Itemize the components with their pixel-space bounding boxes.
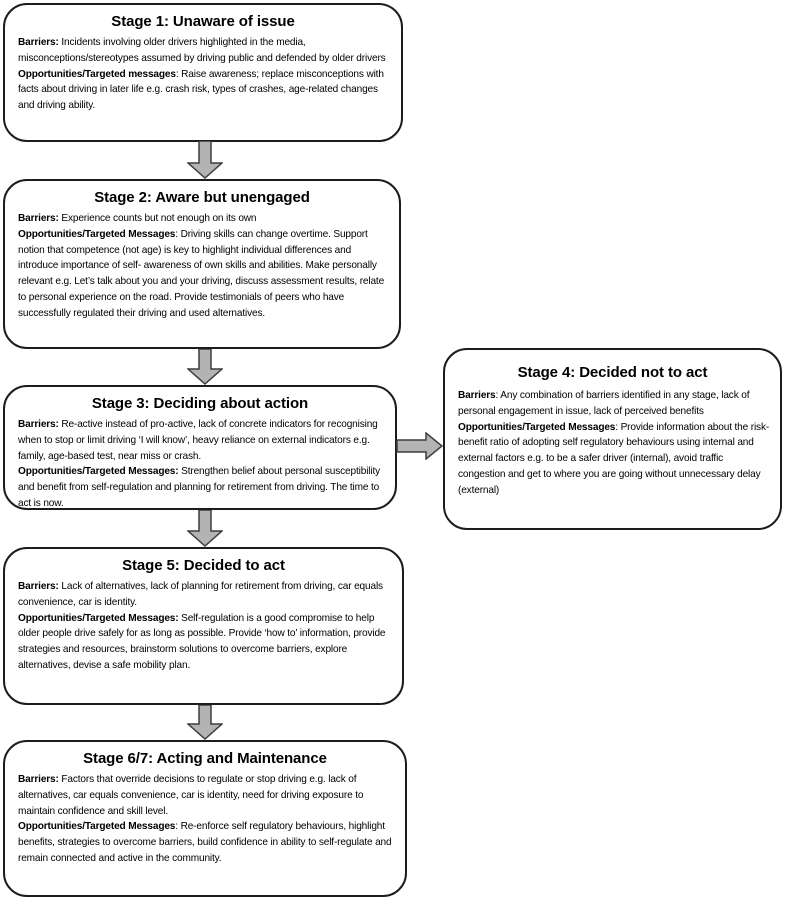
stage-title: Stage 1: Unaware of issue [111, 13, 295, 30]
barriers-label: Barriers: [18, 581, 59, 592]
stage-body: Barriers: Re-active instead of pro-activ… [5, 417, 395, 512]
stage-box-aware-but-unengaged: Stage 2: Aware but unengaged Barriers: E… [3, 179, 401, 349]
opportunities-paragraph: Opportunities/Targeted Messages: Self-re… [18, 611, 394, 674]
barriers-paragraph: Barriers: Factors that override decision… [18, 772, 397, 819]
barriers-label: Barriers: [18, 37, 59, 48]
barriers-paragraph: Barriers: Re-active instead of pro-activ… [18, 417, 387, 464]
opportunities-label: Opportunities/Targeted Messages: [18, 612, 179, 624]
stage-title: Stage 6/7: Acting and Maintenance [83, 750, 327, 767]
barriers-label: Barriers: [18, 774, 59, 785]
stage-title: Stage 5: Decided to act [122, 557, 285, 574]
stage-box-deciding-about-action: Stage 3: Deciding about action Barriers:… [3, 385, 397, 510]
stage-title: Stage 4: Decided not to act [517, 364, 708, 381]
opportunities-label: Opportunities/Targeted messages [18, 68, 176, 80]
barriers-text: Factors that override decisions to regul… [18, 774, 364, 817]
opportunities-text: : Driving skills can change overtime. Su… [18, 228, 385, 319]
barriers-text: Lack of alternatives, lack of planning f… [18, 581, 383, 608]
opportunities-label: Opportunities/Targeted Messages [458, 421, 616, 433]
barriers-paragraph: Barriers: Any combination of barriers id… [458, 388, 772, 420]
opportunities-label: Opportunities/Targeted Messages [18, 821, 176, 833]
stage-body: Barriers: Lack of alternatives, lack of … [5, 579, 402, 674]
arrow-down-stage3-to-stage5-icon [187, 510, 223, 547]
barriers-label: Barriers: [18, 213, 59, 224]
opportunities-paragraph: Opportunities/Targeted Messages: Re-enfo… [18, 819, 397, 866]
opportunities-paragraph: Opportunities/Targeted messages: Raise a… [18, 67, 393, 114]
opportunities-label: Opportunities/Targeted Messages: [18, 466, 179, 478]
opportunities-text: : Re-enforce self regulatory behaviours,… [18, 821, 392, 864]
barriers-text: Re-active instead of pro-active, lack of… [18, 419, 378, 462]
stage-title: Stage 3: Deciding about action [91, 395, 309, 412]
opportunities-paragraph: Opportunities/Targeted Messages: Driving… [18, 227, 391, 322]
stage-title: Stage 2: Aware but unengaged [94, 189, 310, 206]
barriers-label: Barriers: [18, 419, 59, 430]
arrow-down-stage2-to-stage3-icon [187, 349, 223, 385]
opportunities-text: Strengthen belief about personal suscept… [18, 466, 381, 509]
barriers-paragraph: Barriers: Lack of alternatives, lack of … [18, 579, 394, 611]
opportunities-paragraph: Opportunities/Targeted Messages: Provide… [458, 420, 772, 499]
opportunities-text: : Raise awareness; replace misconception… [18, 68, 384, 112]
barriers-paragraph: Barriers: Experience counts but not enou… [18, 211, 391, 227]
stage-box-unaware-of-issue: Stage 1: Unaware of issue Barriers: Inci… [3, 3, 403, 142]
opportunities-text: Self-regulation is a good compromise to … [18, 612, 386, 671]
barriers-label: Barriers [458, 390, 496, 401]
stage-body: Barriers: Incidents involving older driv… [5, 35, 401, 114]
stage-body: Barriers: Experience counts but not enou… [5, 211, 399, 322]
opportunities-text: : Provide information about the risk-ben… [458, 421, 770, 496]
barriers-text: Experience counts but not enough on its … [58, 213, 257, 224]
stage-box-acting-and-maintenance: Stage 6/7: Acting and Maintenance Barrie… [3, 740, 407, 897]
barriers-text: Incidents involving older drivers highli… [18, 37, 386, 64]
stage-body: Barriers: Any combination of barriers id… [445, 388, 780, 499]
stage-box-decided-not-to-act: Stage 4: Decided not to act Barriers: An… [443, 348, 782, 530]
arrow-down-stage5-to-stage67-icon [187, 705, 223, 740]
barriers-paragraph: Barriers: Incidents involving older driv… [18, 35, 393, 67]
arrow-down-stage1-to-stage2-icon [187, 141, 223, 179]
opportunities-paragraph: Opportunities/Targeted Messages: Strengt… [18, 464, 387, 511]
opportunities-label: Opportunities/Targeted Messages [18, 228, 176, 240]
barriers-text: : Any combination of barriers identified… [458, 390, 750, 417]
stage-box-decided-to-act: Stage 5: Decided to act Barriers: Lack o… [3, 547, 404, 705]
stage-body: Barriers: Factors that override decision… [5, 772, 405, 867]
arrow-right-stage3-to-stage4-icon [396, 432, 444, 460]
